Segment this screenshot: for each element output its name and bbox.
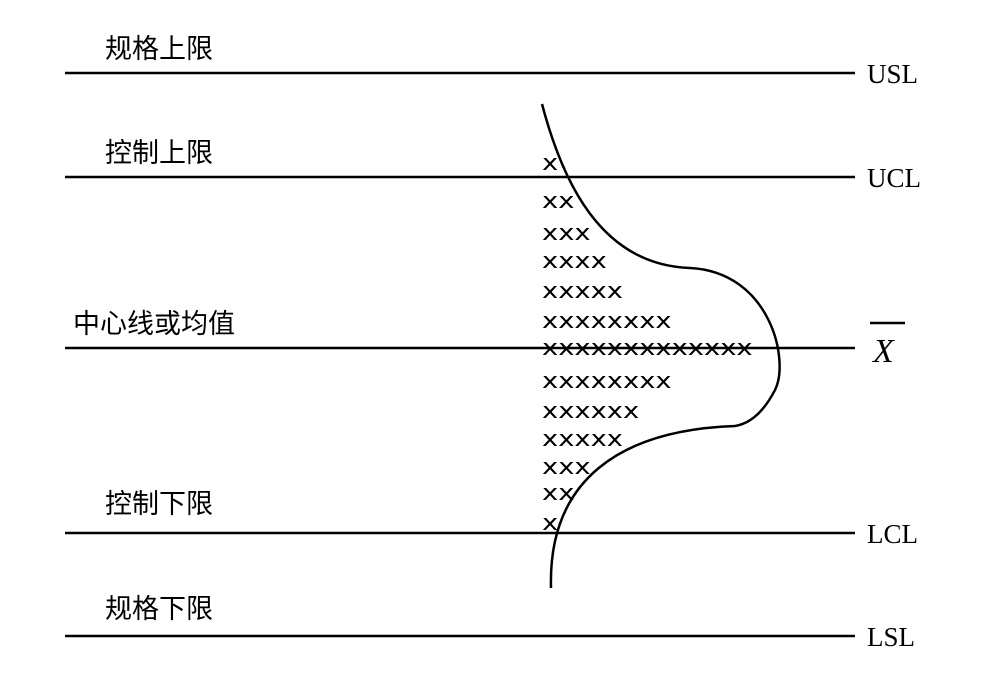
usl-label: 规格上限	[105, 34, 213, 65]
histogram-row: xxxxxxxx	[542, 309, 672, 334]
histogram-row: xxx	[542, 455, 591, 480]
histogram-row: xxxxx	[542, 427, 623, 452]
mean-abbr: X	[871, 333, 895, 370]
histogram-row: xxxxx	[542, 279, 623, 304]
histogram-marks: xxxxxxxxxxxxxxxxxxxxxxxxxxxxxxxxxxxxxxxx…	[542, 151, 753, 536]
histogram-row: xxxxxxxx	[542, 369, 672, 394]
histogram-row: xx	[542, 189, 574, 214]
lsl-label: 规格下限	[105, 594, 213, 625]
lsl-abbr: LSL	[867, 622, 915, 652]
ucl-label: 控制上限	[105, 138, 213, 169]
histogram-row: x	[542, 511, 558, 536]
ucl-abbr: UCL	[867, 163, 921, 193]
histogram-row: xxxxxx	[542, 399, 639, 424]
histogram-row: xxx	[542, 221, 591, 246]
histogram-row: x	[542, 151, 558, 176]
distribution-curve	[540, 103, 781, 589]
usl-abbr: USL	[867, 59, 918, 89]
histogram-row: xx	[542, 481, 574, 506]
lcl-abbr: LCL	[867, 519, 918, 549]
histogram-row: xxxx	[542, 249, 607, 274]
center-line-label: 中心线或均值	[73, 309, 235, 340]
histogram-row: xxxxxxxxxxxxx	[542, 336, 753, 361]
lcl-label: 控制下限	[105, 489, 213, 520]
